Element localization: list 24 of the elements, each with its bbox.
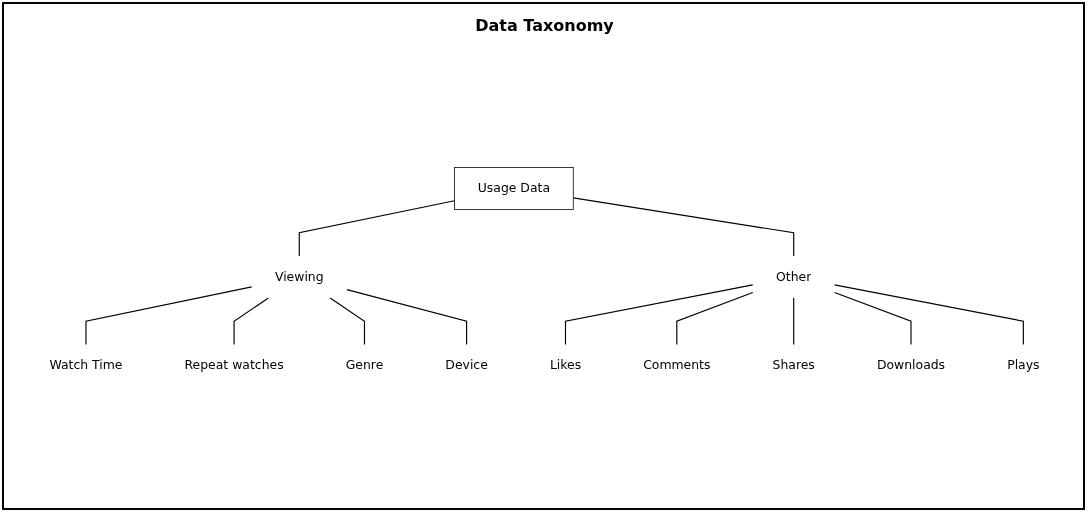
connector (572, 197, 795, 257)
connector (298, 200, 456, 257)
connector (85, 286, 253, 346)
connector (834, 291, 912, 346)
connector (793, 297, 795, 346)
node-text: Other (776, 269, 812, 284)
diagram-title: Data Taxonomy (475, 16, 614, 35)
connector (834, 284, 1024, 346)
node-text: Device (445, 357, 488, 373)
node-text: Viewing (274, 269, 324, 284)
node-text: Comments (643, 357, 711, 373)
node-text: Genre (345, 357, 384, 373)
node-text: Likes (549, 357, 582, 373)
node-text: Shares (772, 357, 815, 373)
node-box: Usage Data (454, 167, 574, 210)
connector (564, 284, 754, 346)
connector (346, 289, 468, 346)
connector (233, 297, 269, 346)
connector (329, 297, 366, 346)
node-text: Watch Time (49, 357, 123, 373)
node-text: Plays (1007, 357, 1040, 373)
node-text: Downloads (876, 357, 946, 373)
node-text: Repeat watches (184, 357, 284, 373)
connector (676, 291, 754, 346)
